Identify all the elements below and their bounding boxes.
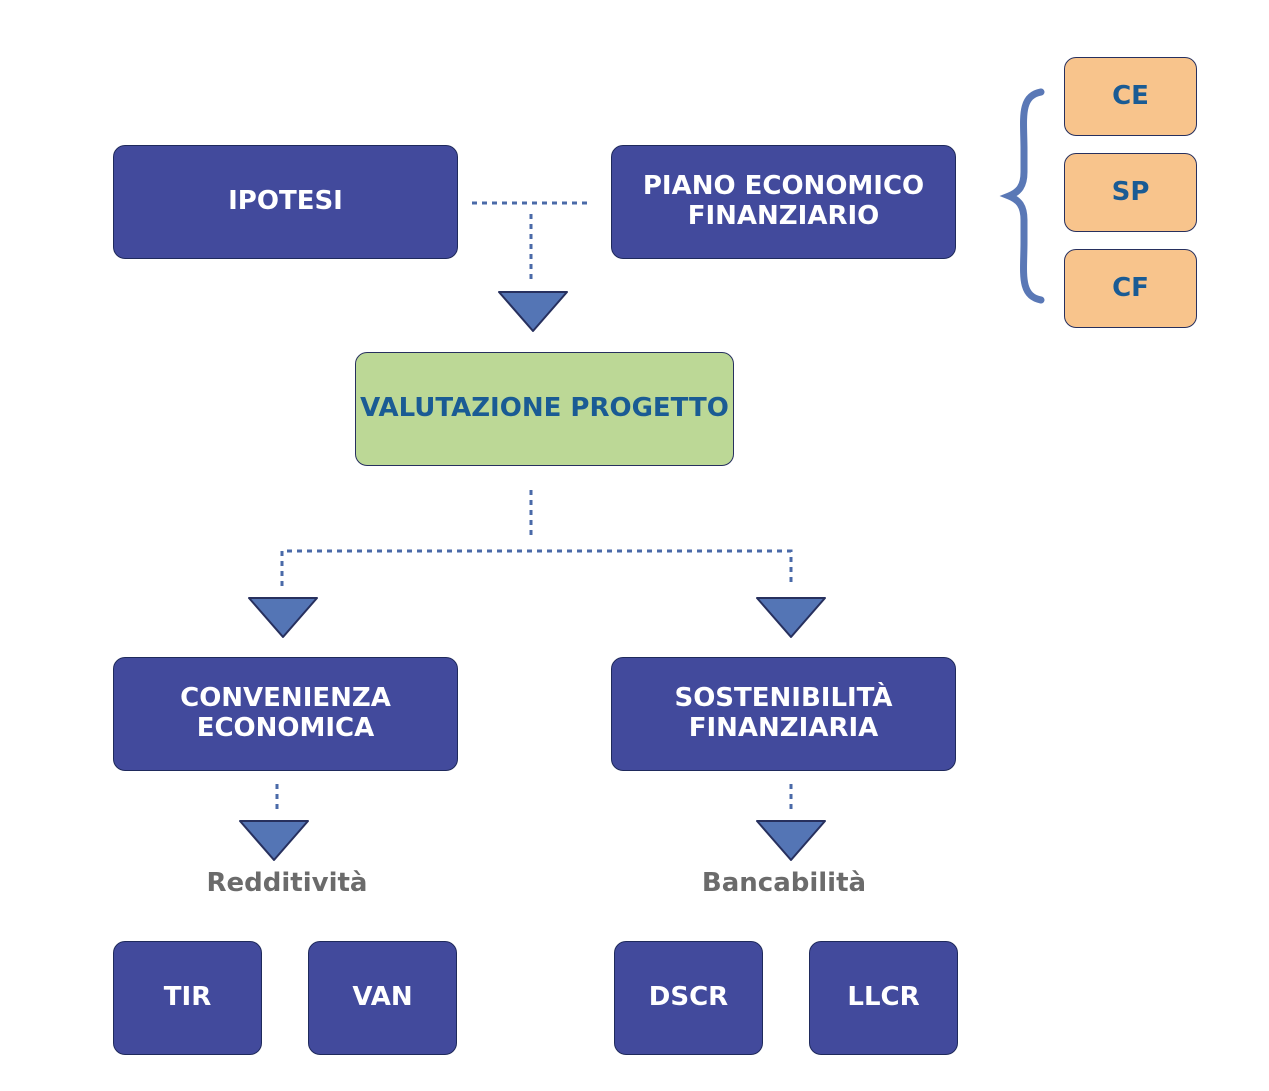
arrow-to-valutazione — [498, 291, 568, 332]
van-box: VAN — [308, 941, 457, 1055]
llcr-label: LLCR — [847, 982, 920, 1013]
sp-box: SP — [1064, 153, 1197, 232]
sostenibilita-finanziaria-label: SOSTENIBILITÀ FINANZIARIA — [674, 683, 893, 743]
piano-economico-finanziario-label: PIANO ECONOMICO FINANZIARIO — [642, 171, 925, 231]
ce-label: CE — [1112, 80, 1149, 111]
ipotesi-label: IPOTESI — [228, 186, 343, 217]
valutazione-progetto-label: VALUTAZIONE PROGETTO — [360, 393, 729, 424]
convenienza-economica-box: CONVENIENZA ECONOMICA — [113, 657, 458, 771]
llcr-box: LLCR — [809, 941, 958, 1055]
sostenibilita-finanziaria-box: SOSTENIBILITÀ FINANZIARIA — [611, 657, 956, 771]
ce-box: CE — [1064, 57, 1197, 136]
van-label: VAN — [352, 982, 413, 1013]
cf-label: CF — [1112, 272, 1149, 303]
valutazione-progetto-box: VALUTAZIONE PROGETTO — [355, 352, 734, 466]
sp-label: SP — [1111, 176, 1150, 207]
dscr-box: DSCR — [614, 941, 763, 1055]
tir-box: TIR — [113, 941, 262, 1055]
arrow-to-sostenibilita — [756, 597, 826, 638]
convenienza-economica-label: CONVENIENZA ECONOMICA — [180, 683, 391, 743]
dscr-label: DSCR — [648, 982, 729, 1013]
arrow-to-bancabilita — [756, 820, 826, 861]
arrow-to-convenienza — [248, 597, 318, 638]
cf-box: CF — [1064, 249, 1197, 328]
piano-economico-finanziario-box: PIANO ECONOMICO FINANZIARIO — [611, 145, 956, 259]
redditivita-label: Redditività — [206, 868, 368, 898]
ipotesi-box: IPOTESI — [113, 145, 458, 259]
bancabilita-label: Bancabilità — [701, 868, 867, 898]
curly-brace — [999, 88, 1045, 304]
tir-label: TIR — [163, 982, 212, 1013]
dotted-connector-split — [280, 549, 793, 586]
arrow-to-redditivita — [239, 820, 309, 861]
